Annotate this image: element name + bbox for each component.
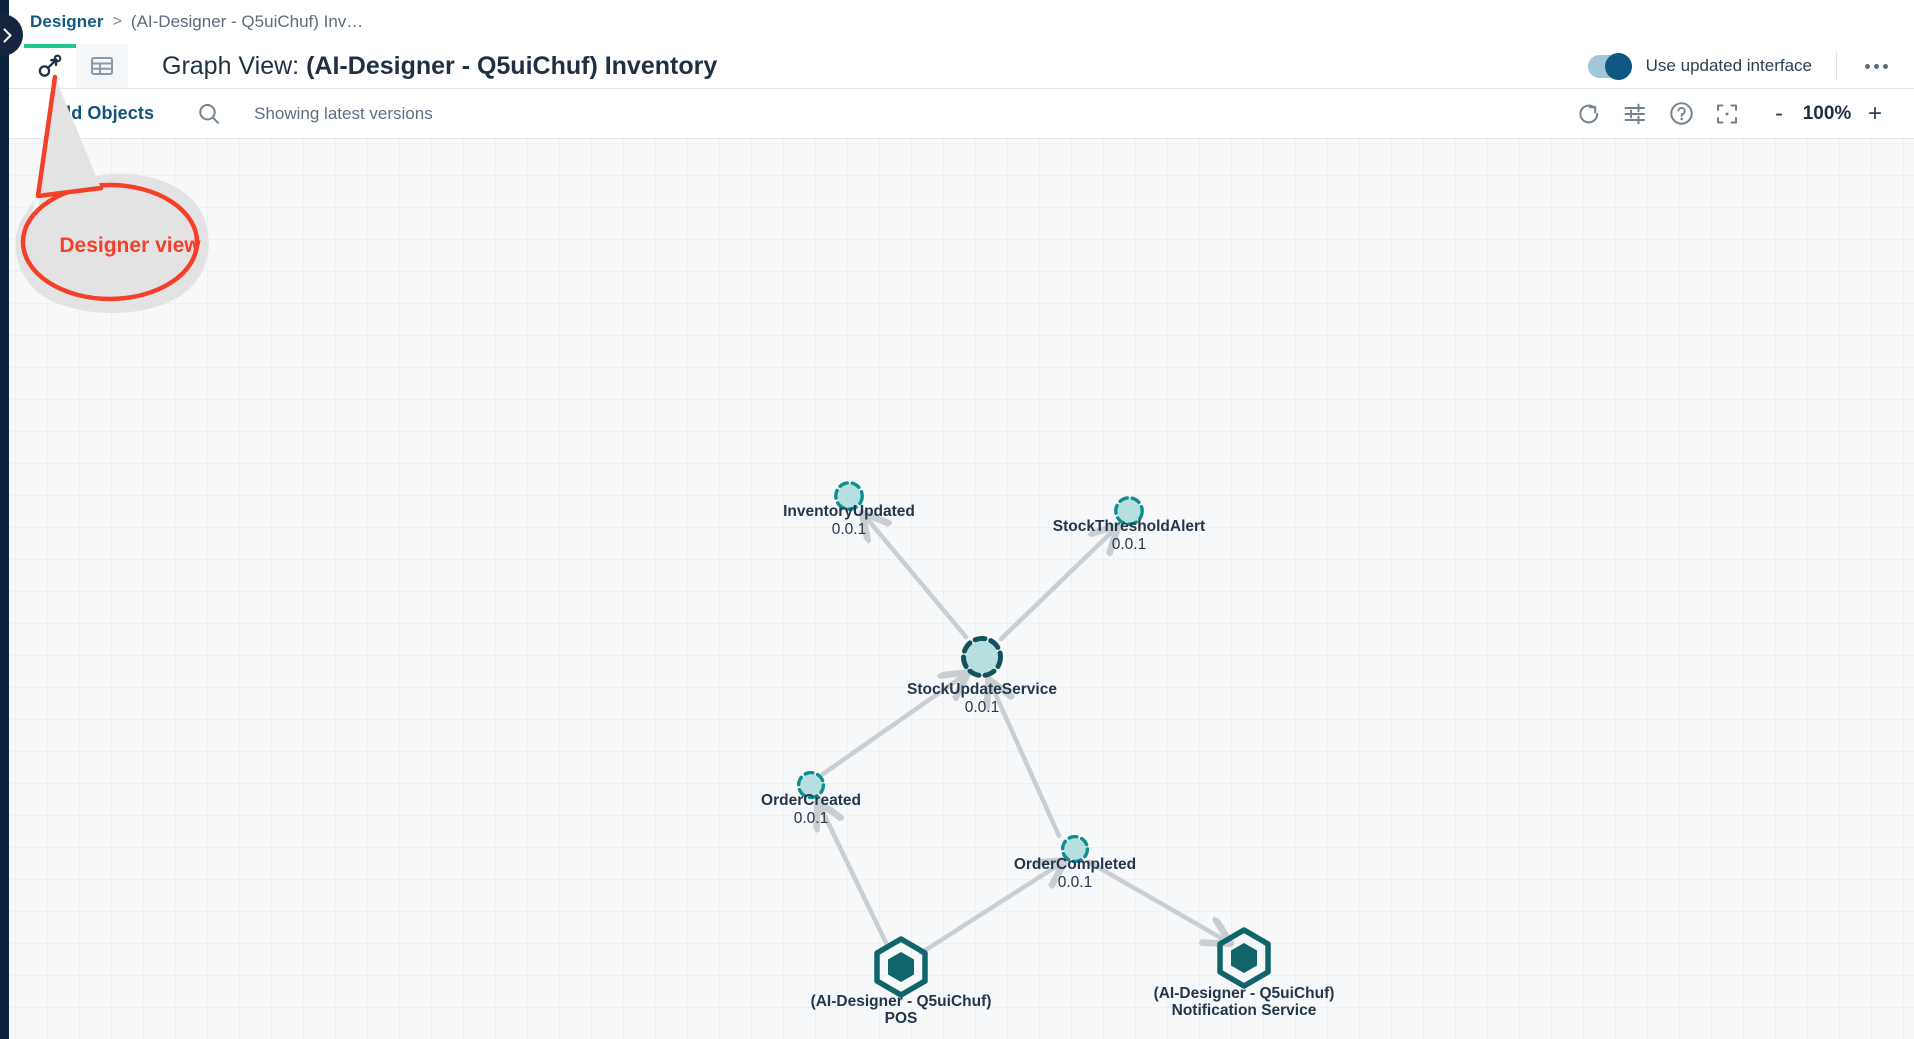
refresh-button[interactable] [1566, 94, 1612, 134]
page-title-main: (AI-Designer - Q5uiChuf) Inventory [306, 51, 718, 80]
breadcrumb-separator: > [112, 13, 122, 30]
toggle-knob [1604, 52, 1632, 80]
help-circle-icon [1669, 102, 1693, 125]
event-node-icon [1114, 496, 1144, 526]
graph-node-ordercompleted[interactable] [1058, 832, 1092, 871]
view-tabs [24, 44, 128, 88]
zoom-controls: - 100% + [1762, 97, 1892, 131]
tab-table-view[interactable] [76, 44, 128, 88]
version-status-text: Showing latest versions [254, 103, 433, 123]
graph-node-ordercreated[interactable] [794, 768, 828, 807]
chevron-right-icon [3, 27, 12, 43]
search-button[interactable] [196, 101, 222, 127]
event-node-icon [796, 770, 826, 800]
kebab-dot [1883, 63, 1888, 69]
fit-to-screen-icon [1717, 104, 1737, 123]
settings-sliders-icon [1624, 103, 1645, 124]
service-node-icon [961, 636, 1003, 678]
graph-edges-layer [9, 139, 1914, 956]
page-title: Graph View: (AI-Designer - Q5uiChuf) Inv… [162, 44, 717, 88]
fit-to-screen-button[interactable] [1704, 94, 1750, 134]
graph-toolbar: Add Objects Showing latest versions [9, 89, 1914, 139]
header-actions: Use updated interface [1587, 44, 1914, 88]
more-options-button[interactable] [1857, 58, 1896, 75]
page-title-prefix: Graph View: [162, 51, 300, 80]
graph-node-icon [38, 54, 62, 77]
expand-sidebar-button[interactable] [0, 14, 23, 56]
refresh-icon [1579, 104, 1599, 123]
header-divider [1836, 52, 1837, 80]
tab-graph-view[interactable] [24, 44, 76, 88]
page-header: Graph View: (AI-Designer - Q5uiChuf) Inv… [9, 44, 1914, 89]
collapsed-sidebar-rail [0, 0, 23, 1039]
event-node-icon [834, 481, 864, 511]
kebab-dot [1865, 63, 1870, 69]
updated-interface-toggle-group[interactable]: Use updated interface [1587, 52, 1812, 80]
display-settings-button[interactable] [1612, 94, 1658, 134]
application-hexagon-icon [1217, 927, 1271, 989]
application-hexagon-icon [874, 936, 928, 998]
add-objects-button[interactable]: Add Objects [47, 103, 155, 123]
zoom-out-button[interactable]: - [1775, 99, 1783, 127]
graph-node-stockupdateservice[interactable] [956, 631, 1008, 688]
zoom-level-value: 100% [1802, 102, 1852, 124]
breadcrumb: Designer > (AI-Designer - Q5uiChuf) Inv… [0, 0, 1914, 44]
table-icon [91, 57, 113, 75]
graph-node-pos[interactable] [870, 936, 932, 1003]
breadcrumb-root-link[interactable]: Designer [30, 12, 104, 31]
graph-node-inventoryupdated[interactable] [831, 478, 867, 519]
graph-node-stockthresholdalert[interactable] [1111, 493, 1147, 534]
search-icon [199, 103, 220, 124]
toolbar-right-controls: - 100% + [1566, 94, 1914, 134]
event-node-icon [1060, 834, 1090, 864]
breadcrumb-current: (AI-Designer - Q5uiChuf) Inv… [130, 12, 364, 31]
kebab-dot [1874, 63, 1879, 69]
toggle-label: Use updated interface [1645, 56, 1812, 75]
help-button[interactable] [1658, 94, 1704, 134]
graph-node-notification-service[interactable] [1213, 927, 1275, 994]
use-updated-interface-toggle[interactable] [1587, 52, 1632, 80]
zoom-in-button[interactable]: + [1867, 99, 1882, 127]
graph-canvas[interactable]: InventoryUpdated 0.0.1 StockThresholdAle… [9, 139, 1914, 1039]
